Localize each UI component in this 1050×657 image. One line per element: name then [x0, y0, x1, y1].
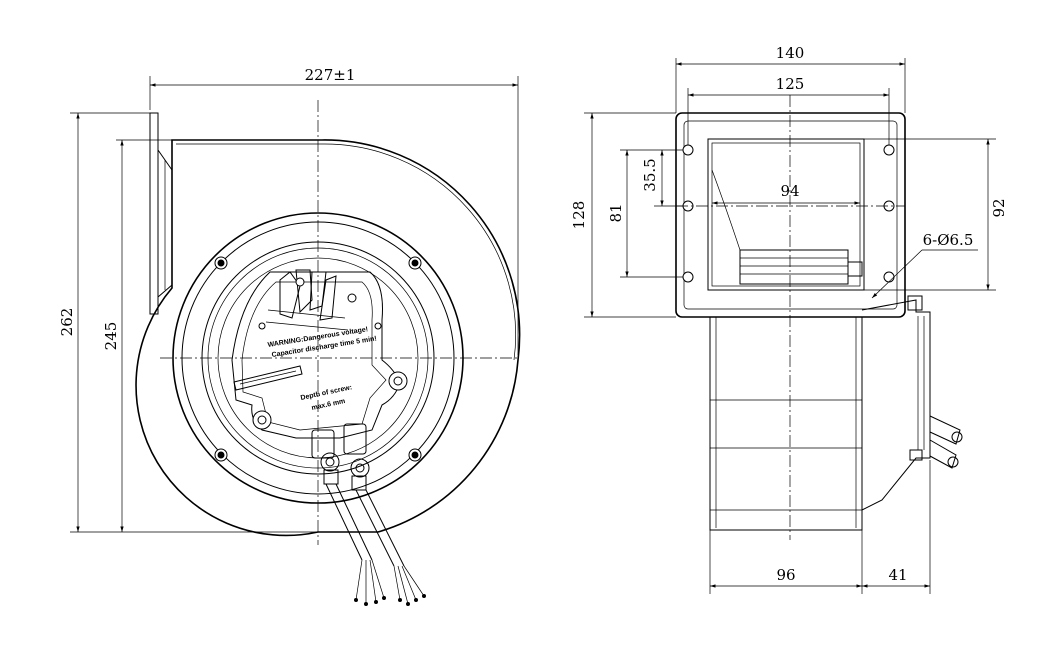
dim-label-128: 128	[570, 201, 588, 230]
dim-label-81: 81	[607, 203, 625, 222]
dim-label-245: 245	[102, 322, 120, 351]
outlet-flange-plate	[675, 112, 906, 318]
cables	[325, 483, 426, 606]
blower-body	[709, 317, 863, 531]
motor-side	[861, 299, 931, 511]
dim-label-96: 96	[776, 566, 795, 584]
flange-holes	[682, 144, 895, 283]
cable-glands	[311, 423, 370, 491]
warning-label: WARNING:Dangerous voltage! Capacitor dis…	[267, 326, 377, 359]
ring-screws	[214, 256, 422, 462]
front-view: WARNING:Dangerous voltage! Capacitor dis…	[58, 66, 521, 606]
dim-label-262: 262	[58, 308, 76, 337]
screw-label-line1: Depth of screw:	[300, 384, 353, 402]
dim-81: 81	[607, 149, 683, 278]
dim-128: 128	[570, 112, 676, 318]
electronics-housing	[231, 271, 401, 439]
dim-96: 96	[709, 530, 863, 594]
dim-125: 125	[687, 75, 890, 145]
dim-140: 140	[675, 44, 906, 113]
dim-label-41: 41	[888, 566, 907, 584]
dim-label-140: 140	[776, 44, 805, 62]
dim-92: 92	[864, 138, 1008, 291]
dim-label-holes: 6-Ø6.5	[923, 231, 974, 249]
side-view: 140 125 94 128 81	[570, 44, 1008, 594]
dim-label-92: 92	[990, 198, 1008, 217]
screw-label-line2: max.6 mm	[311, 398, 346, 412]
dim-262: 262	[58, 112, 318, 533]
dim-245: 245	[102, 139, 172, 532]
dim-label-125: 125	[776, 75, 805, 93]
screw-depth-label: Depth of screw: max.6 mm	[300, 384, 353, 412]
dim-41: 41	[862, 460, 931, 594]
dim-35-5: 35.5	[641, 150, 683, 207]
dim-label-35-5: 35.5	[641, 158, 659, 191]
dim-94: 94	[712, 182, 860, 205]
outlet-flange	[149, 112, 159, 315]
housing-bosses	[252, 293, 408, 430]
outlet-opening	[707, 138, 865, 291]
terminal-block	[265, 269, 349, 331]
dim-227: 227±1	[149, 66, 519, 355]
cable-slot	[233, 365, 303, 391]
dim-label-227: 227±1	[305, 66, 356, 84]
dim-label-94: 94	[780, 182, 799, 200]
dim-holes-leader: 6-Ø6.5	[871, 231, 978, 299]
scroll-housing	[135, 139, 521, 537]
